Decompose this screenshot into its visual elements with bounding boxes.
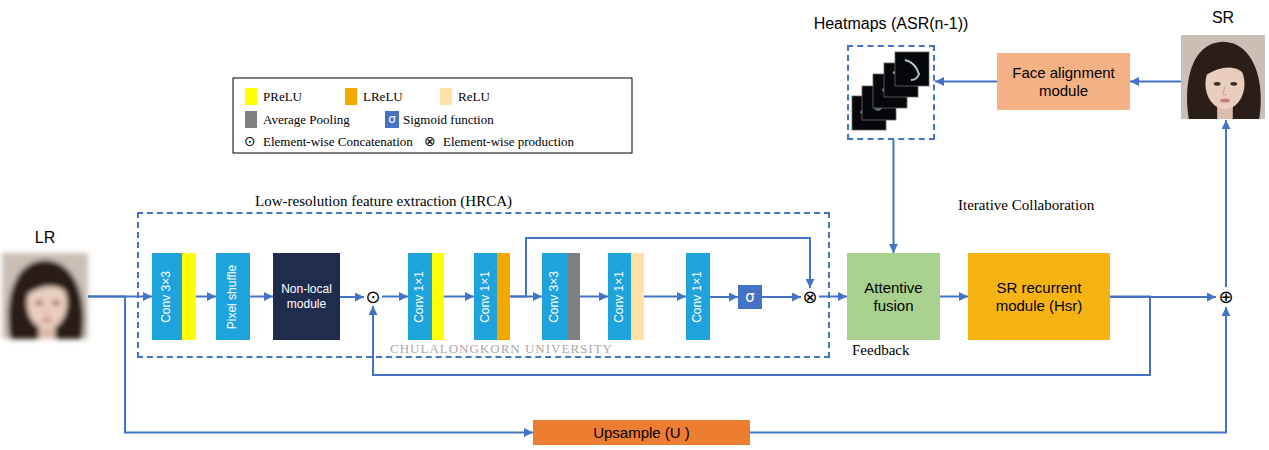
activation-strip	[497, 253, 510, 340]
activation-strip	[568, 253, 580, 340]
legend-text: LReLU	[363, 88, 403, 105]
dashed-group: Low-resolution feature extraction (HRCA)…	[137, 212, 830, 358]
block-label: Conv 1×1	[413, 271, 426, 323]
node-heading: Heatmaps (ASR(n-1))	[814, 15, 969, 33]
connector	[644, 296, 686, 298]
conv-block: Conv 1×1	[474, 253, 510, 340]
heatmap-stack	[852, 52, 929, 130]
legend-text: PReLU	[263, 88, 302, 105]
legend-text: ReLU	[458, 88, 490, 105]
sum-symbol: ⊕	[1216, 287, 1236, 307]
node-heading: LR	[35, 229, 55, 247]
connector	[196, 296, 216, 298]
conv-block: Conv 3×3	[152, 253, 196, 340]
node-label: Face alignment module	[1001, 64, 1126, 100]
connector	[444, 296, 474, 298]
conv-block: Conv 1×1	[608, 253, 644, 340]
legend-swatch	[245, 88, 257, 105]
node-label: Attentive fusion	[851, 279, 936, 315]
activation-strip	[432, 253, 444, 340]
conv-block: Conv 1×1	[408, 253, 444, 340]
block-label: Conv 1×1	[479, 271, 492, 323]
process-box: Attentive fusion	[847, 253, 940, 340]
block-label: Pixel shuffle	[226, 264, 239, 328]
block-label: Conv 1×1	[613, 271, 626, 323]
process-box: SR recurrent module (Hsr)	[968, 253, 1110, 340]
node-label: Non-local module	[276, 282, 337, 311]
conv-block: Pixel shuffle	[216, 253, 250, 340]
process-box: Face alignment module	[997, 53, 1130, 110]
connector	[340, 296, 364, 298]
image-node: LR	[2, 253, 88, 340]
connector	[580, 296, 608, 298]
legend-symbol: ⊙	[244, 133, 256, 150]
nonlocal-block: Non-local module	[273, 253, 340, 340]
node-label: ⊙	[365, 288, 380, 306]
image-node: SR	[1181, 35, 1265, 120]
legend-frame	[233, 78, 632, 153]
connector	[940, 296, 968, 298]
legend-text: Element-wise production	[443, 133, 574, 150]
legend-text: Sigmoid function	[403, 111, 494, 128]
connector	[710, 296, 738, 298]
node-label: ⊗	[802, 288, 817, 306]
connector	[762, 296, 801, 298]
sr-face-image	[1181, 35, 1265, 119]
connector	[893, 140, 895, 253]
swatch-symbol: σ	[385, 111, 399, 128]
block-label: Conv 1×1	[691, 271, 704, 323]
activation-strip	[631, 253, 644, 340]
connector	[1225, 120, 1227, 287]
annotation: Iterative Collaboration	[958, 197, 1094, 213]
node-label: Upsample (U )	[593, 424, 690, 442]
legend-text: Element-wise Concatenation	[263, 133, 413, 150]
connector	[382, 296, 408, 298]
conv-block: Conv 3×3	[542, 253, 580, 340]
connector	[819, 296, 847, 298]
node-heading: SR	[1212, 9, 1234, 27]
activation-strip	[182, 253, 196, 340]
connector	[250, 296, 273, 298]
conv-block: Conv 1×1	[686, 253, 710, 340]
connector	[1130, 81, 1181, 83]
heatmap-group: Heatmaps (ASR(n-1))	[847, 45, 935, 140]
block-label: Conv 3×3	[160, 271, 173, 323]
lr-face-image	[2, 253, 88, 339]
block-label: Conv 3×3	[548, 271, 561, 323]
operator-symbol: ⊗	[801, 288, 819, 306]
legend-text: Average Pooling	[263, 111, 350, 128]
node-label: SR recurrent module (Hsr)	[972, 279, 1106, 315]
node-label: σ	[745, 288, 755, 306]
legend-symbol: ⊗	[424, 133, 436, 150]
legend-swatch	[440, 88, 452, 105]
annotation: Feedback	[852, 342, 909, 358]
legend-swatch	[345, 88, 357, 105]
watermark: CHULALONGKORN UNIVERSITY	[390, 342, 613, 356]
sigmoid-block: σ	[738, 285, 762, 309]
process-box: Upsample (U )	[533, 420, 750, 445]
node-label: ⊕	[1218, 288, 1233, 306]
connector	[935, 81, 997, 83]
legend-swatch	[245, 111, 257, 128]
operator-symbol: ⊙	[364, 288, 382, 306]
node-heading: Low-resolution feature extraction (HRCA)	[255, 193, 512, 210]
